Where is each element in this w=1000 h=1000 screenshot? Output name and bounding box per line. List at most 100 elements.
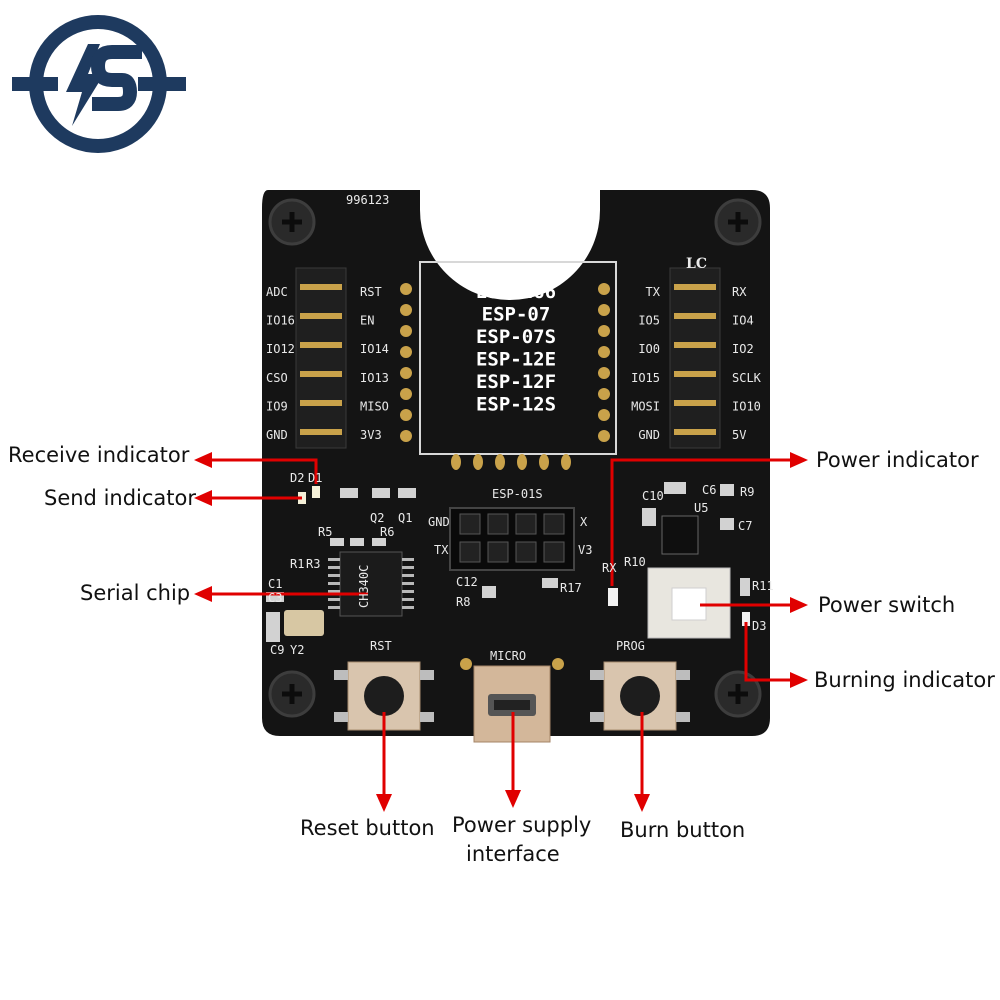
chip-title-line: ESP-07S [476,326,556,348]
component-designator: R10 [624,555,646,569]
burn-button[interactable] [590,661,690,731]
component-designator: Q2 [370,511,384,525]
chip-title-line: ESP-12F [476,371,556,393]
component-designator: C12 [456,575,478,589]
chip-title-stack: ESP8266ESP-07ESP-07SESP-12EESP-12FESP-12… [476,281,556,416]
serial-chip-label: Serial chip [80,581,191,605]
callout-arrows [194,452,808,812]
maker-mark: LC [686,256,707,272]
esp01-pin-gnd: GND [428,515,450,529]
pin-label: RST [360,285,382,299]
crystal-oscillator [284,610,324,636]
component-designator: D1 [308,471,322,485]
power-indicator-label: Power indicator [816,448,979,472]
reset-button[interactable] [334,661,434,731]
esp01-socket [449,507,575,571]
pin-label: IO9 [266,399,288,413]
reset-button-label: Reset button [300,816,435,840]
component-designator: C10 [642,489,664,503]
pin-label: IO12 [266,342,295,356]
module-socket-outline [419,261,617,455]
component-designator: Q1 [398,511,412,525]
send-indicator-label: Send indicator [44,486,197,510]
board-serial: 996123 [346,193,389,207]
component-designator: RX [602,561,617,575]
pogo-pins-bottom [451,454,571,470]
component-designator: C9 [270,643,284,657]
component-designator: U5 [694,501,708,515]
pogo-pins-left [400,283,412,442]
pin-label: IO4 [732,314,754,328]
pin-label: EN [360,314,374,328]
power-switch-label: Power switch [818,593,956,617]
pin-label: ADC [266,285,288,299]
component-designator: Y2 [290,643,304,657]
chip-title-line: ESP-12E [476,349,556,371]
component-designator: C1 [268,577,282,591]
micro-usb-port[interactable] [460,658,564,743]
pin-label: IO16 [266,314,295,328]
pin-label: IO2 [732,342,754,356]
component-designator: D2 [290,471,304,485]
pin-label: SCLK [732,371,762,385]
component-designator: C3 [268,591,282,605]
pogo-pins-right [598,283,610,442]
chip-title-line: ESP8266 [476,281,556,303]
pin-label: IO5 [638,314,660,328]
pin-label: GND [638,428,660,442]
component-designator: R6 [380,525,394,539]
esp01-label: ESP-01S [492,487,543,501]
receive-indicator-label: Receive indicator [8,443,190,467]
power-switch[interactable] [647,567,731,639]
smd-components [266,482,750,642]
pin-label: CSO [266,371,288,385]
rst-silk-label: RST [370,639,392,653]
power-supply-label-line2: interface [466,842,560,866]
mounting-screw-top-left [268,198,316,246]
component-designator: C6 [702,483,716,497]
right-pin-header [669,267,721,449]
component-designator: R5 [318,525,332,539]
pin-label: IO13 [360,371,389,385]
pin-label: 3V3 [360,428,382,442]
mounting-screw-top-right [714,198,762,246]
pin-label: IO14 [360,342,389,356]
burning-indicator-label: Burning indicator [814,668,995,692]
burn-button-label: Burn button [620,818,746,842]
component-designator: R17 [560,581,582,595]
pin-label: GND [266,428,288,442]
esp01-pin-tx: TX [434,543,449,557]
component-designator: R1 [290,557,304,571]
micro-silk-label: MICRO [490,649,526,663]
component-designator: R3 [306,557,320,571]
prog-silk-label: PROG [616,639,645,653]
pin-label: IO0 [638,342,660,356]
component-designator: C7 [738,519,752,533]
mounting-screw-bottom-left [268,670,316,718]
mounting-screw-bottom-right [714,670,762,718]
pin-label: MOSI [631,399,660,413]
pin-label: IO15 [631,371,660,385]
power-supply-label-line1: Power supply [452,813,592,837]
serial-chip-ch340 [328,551,414,617]
brand-logo [12,15,186,153]
left-pin-header [295,267,347,449]
burning-led [742,612,750,626]
chip-marking: CH340C [357,565,371,608]
esp01-pin-v3: V3 [578,543,592,557]
pin-label: MISO [360,399,389,413]
power-led [608,588,618,606]
component-designator: R11 [752,579,774,593]
component-designator: R8 [456,595,470,609]
chip-title-line: ESP-07 [482,304,551,326]
component-designator: D3 [752,619,766,633]
pin-label: IO10 [732,399,761,413]
receive-led [312,486,320,498]
pin-label: RX [732,285,747,299]
component-designator: R9 [740,485,754,499]
esp01-pin-x: X [580,515,588,529]
chip-title-line: ESP-12S [476,394,556,416]
